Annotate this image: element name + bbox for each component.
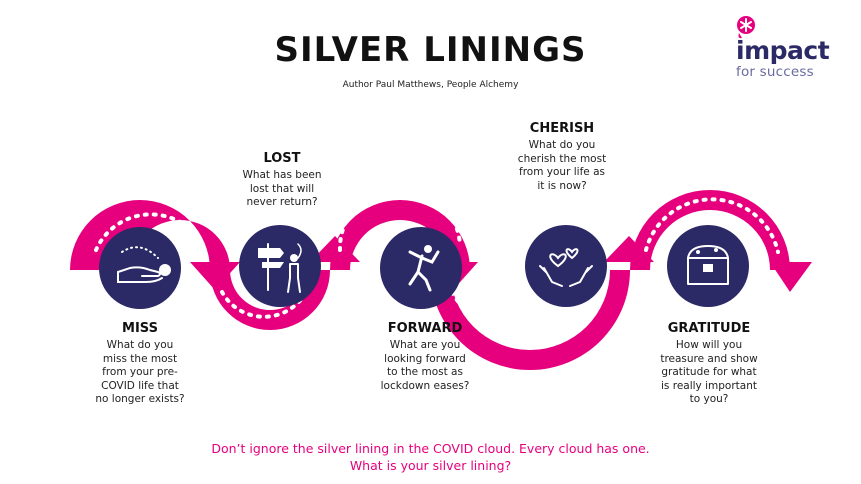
step-heading-forward: FORWARD: [387, 321, 463, 336]
step-text-line: from your pre-: [102, 366, 178, 378]
author-subtitle: Author Paul Matthews, People Alchemy: [342, 80, 519, 90]
step-heading-cherish: CHERISH: [529, 121, 595, 136]
step-text-line: looking forward: [384, 352, 466, 365]
footer-message: Don’t ignore the silver lining in the CO…: [0, 440, 861, 474]
step-text-line: treasure and show: [660, 352, 758, 365]
step-text-line: is really important: [661, 379, 757, 392]
dotted-arc-1: [94, 212, 202, 252]
step-circle-cherish: [525, 225, 607, 307]
logo-word-impact: impact: [736, 36, 830, 65]
step-text-line: lost that will: [249, 182, 315, 195]
treasure-chest-icon: [687, 245, 729, 285]
step-text-line: What are you: [389, 339, 461, 351]
wave-arc-4: [430, 270, 630, 370]
step-text-line: What has been: [242, 169, 322, 181]
step-text-line: What do you: [528, 139, 596, 151]
step-text-line: What do you: [106, 339, 174, 351]
step-text-line: cherish the most: [517, 152, 607, 165]
step-text-line: How will you: [675, 339, 743, 351]
jumping-person-icon: [408, 245, 440, 292]
step-heading-miss: MISS: [122, 321, 158, 336]
step-lost: LOST What has been lost that will never …: [226, 150, 338, 210]
step-forward: FORWARD What are you looking forward to …: [360, 320, 490, 393]
step-text-line: miss the most: [102, 352, 178, 365]
step-text-line: from your life as: [519, 166, 605, 178]
step-circle-forward: [380, 227, 462, 309]
logo-burst-icon: [737, 16, 755, 39]
logo-word-for-success: for success: [736, 64, 814, 80]
arrowhead-4: [604, 236, 654, 262]
step-heading-gratitude: GRATITUDE: [667, 321, 751, 336]
step-text-line: COVID life that: [101, 379, 179, 392]
step-miss: MISS What do you miss the most from your…: [78, 320, 202, 407]
hands-hearts-icon: [539, 248, 593, 287]
wave-arc-2: [210, 270, 330, 330]
impact-logo: impact for success: [736, 14, 846, 84]
page-title: SILVER LININGS: [274, 30, 587, 70]
wave-arc-3: [330, 200, 470, 270]
step-heading-lost: LOST: [263, 151, 301, 166]
step-text-line: no longer exists?: [95, 393, 185, 405]
hand-ball-icon: [117, 246, 171, 283]
step-text-line: gratitude for what: [661, 366, 757, 378]
step-text-line: to the most as: [387, 366, 463, 378]
footer-line-1: Don’t ignore the silver lining in the CO…: [211, 441, 650, 456]
dotted-arc-3: [337, 186, 462, 252]
signpost-person-icon: [258, 243, 302, 293]
arrowhead-5: [770, 262, 812, 292]
footer-line-2: What is your silver lining?: [349, 458, 512, 473]
arrowhead-2: [310, 236, 360, 262]
step-cherish: CHERISH What do you cherish the most fro…: [500, 120, 624, 193]
step-text-line: it is now?: [537, 179, 587, 192]
step-text-line: to you?: [689, 393, 729, 405]
arrowhead-1: [190, 262, 240, 290]
step-gratitude: GRATITUDE How will you treasure and show…: [642, 320, 776, 407]
step-text-line: never return?: [246, 196, 318, 208]
step-text-line: lockdown eases?: [380, 379, 470, 392]
dotted-arc-5: [644, 197, 780, 254]
dotted-arc-4: [450, 290, 608, 340]
